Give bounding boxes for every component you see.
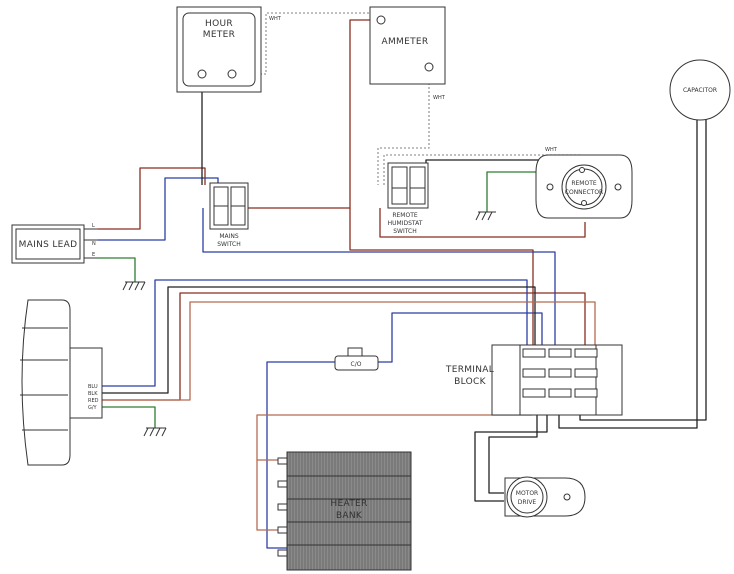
heater-bank-label-1: HEATER bbox=[330, 499, 367, 509]
humidstat-label-2: HUMIDSTAT bbox=[388, 220, 423, 227]
terminal-slot-0-1 bbox=[522, 368, 546, 378]
wire-live-humidstat-to-connector bbox=[379, 208, 586, 238]
wire-wht-ammeter-to-humidstat bbox=[377, 67, 430, 185]
terminal-slot-1-0 bbox=[548, 348, 572, 358]
wire-earth-remote bbox=[486, 171, 540, 212]
mains-switch-label-2: SWITCH bbox=[217, 241, 241, 248]
wire-neutral-cutout bbox=[378, 312, 543, 363]
terminal-block-label-2: BLOCK bbox=[454, 377, 486, 387]
fan-terminal-red: RED bbox=[88, 398, 99, 404]
wire-earth-fan bbox=[102, 406, 156, 428]
earth-fan bbox=[143, 427, 167, 437]
motor-drive-label-2: DRIVE bbox=[518, 499, 537, 506]
mains-lead-label: MAINS LEAD bbox=[19, 240, 78, 250]
cutout: C/O bbox=[334, 347, 379, 371]
capacitor-label: CAPACITOR bbox=[683, 87, 717, 94]
wire-wht-connector bbox=[383, 154, 582, 185]
earth-mains bbox=[122, 281, 146, 291]
terminal-block-slots bbox=[522, 348, 598, 398]
earth-remote bbox=[475, 211, 496, 221]
wire-live-mains-to-switch bbox=[98, 167, 206, 230]
remote-connector-label-1: REMOTE bbox=[571, 180, 597, 187]
wire-black-motor-2 bbox=[474, 398, 548, 502]
wire-label-wht-connector: WHT bbox=[545, 147, 558, 153]
wire-neutral-heater bbox=[266, 361, 335, 549]
fan-terminal-blu: BLU bbox=[88, 384, 98, 390]
wire-light-fan bbox=[102, 301, 596, 401]
wire-label-wht-ammeter: WHT bbox=[433, 95, 446, 101]
wire-live-trunk-to-terminal bbox=[349, 208, 534, 345]
ammeter-label: AMMETER bbox=[382, 37, 429, 47]
mains-lead: MAINS LEAD L N E bbox=[11, 223, 98, 264]
wire-neutral-mains-to-switch bbox=[98, 177, 219, 241]
terminal-slot-0-0 bbox=[522, 348, 546, 358]
cutout-label: C/O bbox=[351, 361, 362, 368]
terminal-slot-1-1 bbox=[548, 368, 572, 378]
terminal-slot-1-2 bbox=[548, 388, 572, 398]
terminal-block-label-1: TERMINAL bbox=[445, 365, 494, 375]
wire-light-heater-2 bbox=[256, 460, 287, 531]
terminal-slot-2-2 bbox=[574, 388, 598, 398]
mains-terminal-e: E bbox=[92, 252, 95, 258]
fan-terminal-gy: G/Y bbox=[88, 405, 98, 411]
terminal-slot-0-2 bbox=[522, 388, 546, 398]
remote-humidstat-switch: REMOTE HUMIDSTAT SWITCH bbox=[387, 162, 429, 235]
heater-bank-label-2: BANK bbox=[336, 511, 363, 521]
hour-meter: HOUR METER bbox=[176, 6, 262, 93]
mains-terminal-n: N bbox=[92, 241, 96, 247]
ammeter: AMMETER bbox=[369, 6, 446, 85]
wire-label-wht-top: WHT bbox=[269, 16, 282, 22]
remote-connector-label-2: CONNECTOR bbox=[565, 189, 603, 196]
wire-light-heater bbox=[256, 414, 532, 461]
wire-neutral-switch-to-terminal bbox=[202, 208, 556, 345]
wire-live-switch-to-ammeter bbox=[245, 19, 381, 209]
wire-earth-mains bbox=[98, 257, 136, 282]
terminal-block: TERMINAL BLOCK bbox=[445, 344, 623, 416]
mains-switch-label-1: MAINS bbox=[219, 233, 239, 240]
terminal-slot-2-1 bbox=[574, 368, 598, 378]
motor-drive: MOTOR DRIVE bbox=[504, 476, 586, 518]
mains-switch: MAINS SWITCH bbox=[209, 182, 249, 248]
terminal-slot-2-0 bbox=[574, 348, 598, 358]
wire-black-motor bbox=[488, 398, 538, 494]
heater-bank: HEATER BANK bbox=[277, 451, 412, 571]
fan-unit: BLU BLK RED G/Y bbox=[20, 299, 103, 466]
humidstat-label-1: REMOTE bbox=[392, 212, 418, 219]
remote-connector: REMOTE CONNECTOR bbox=[535, 154, 633, 219]
humidstat-label-3: SWITCH bbox=[393, 228, 417, 235]
hour-meter-label-1: HOUR bbox=[205, 19, 233, 29]
hour-meter-label-2: METER bbox=[203, 30, 235, 40]
motor-drive-label-1: MOTOR bbox=[516, 490, 538, 497]
capacitor: CAPACITOR bbox=[669, 59, 731, 121]
mains-terminal-l: L bbox=[92, 223, 95, 229]
fan-terminal-blk: BLK bbox=[88, 391, 98, 397]
wire-black-fan bbox=[102, 286, 536, 394]
wires bbox=[98, 12, 707, 549]
